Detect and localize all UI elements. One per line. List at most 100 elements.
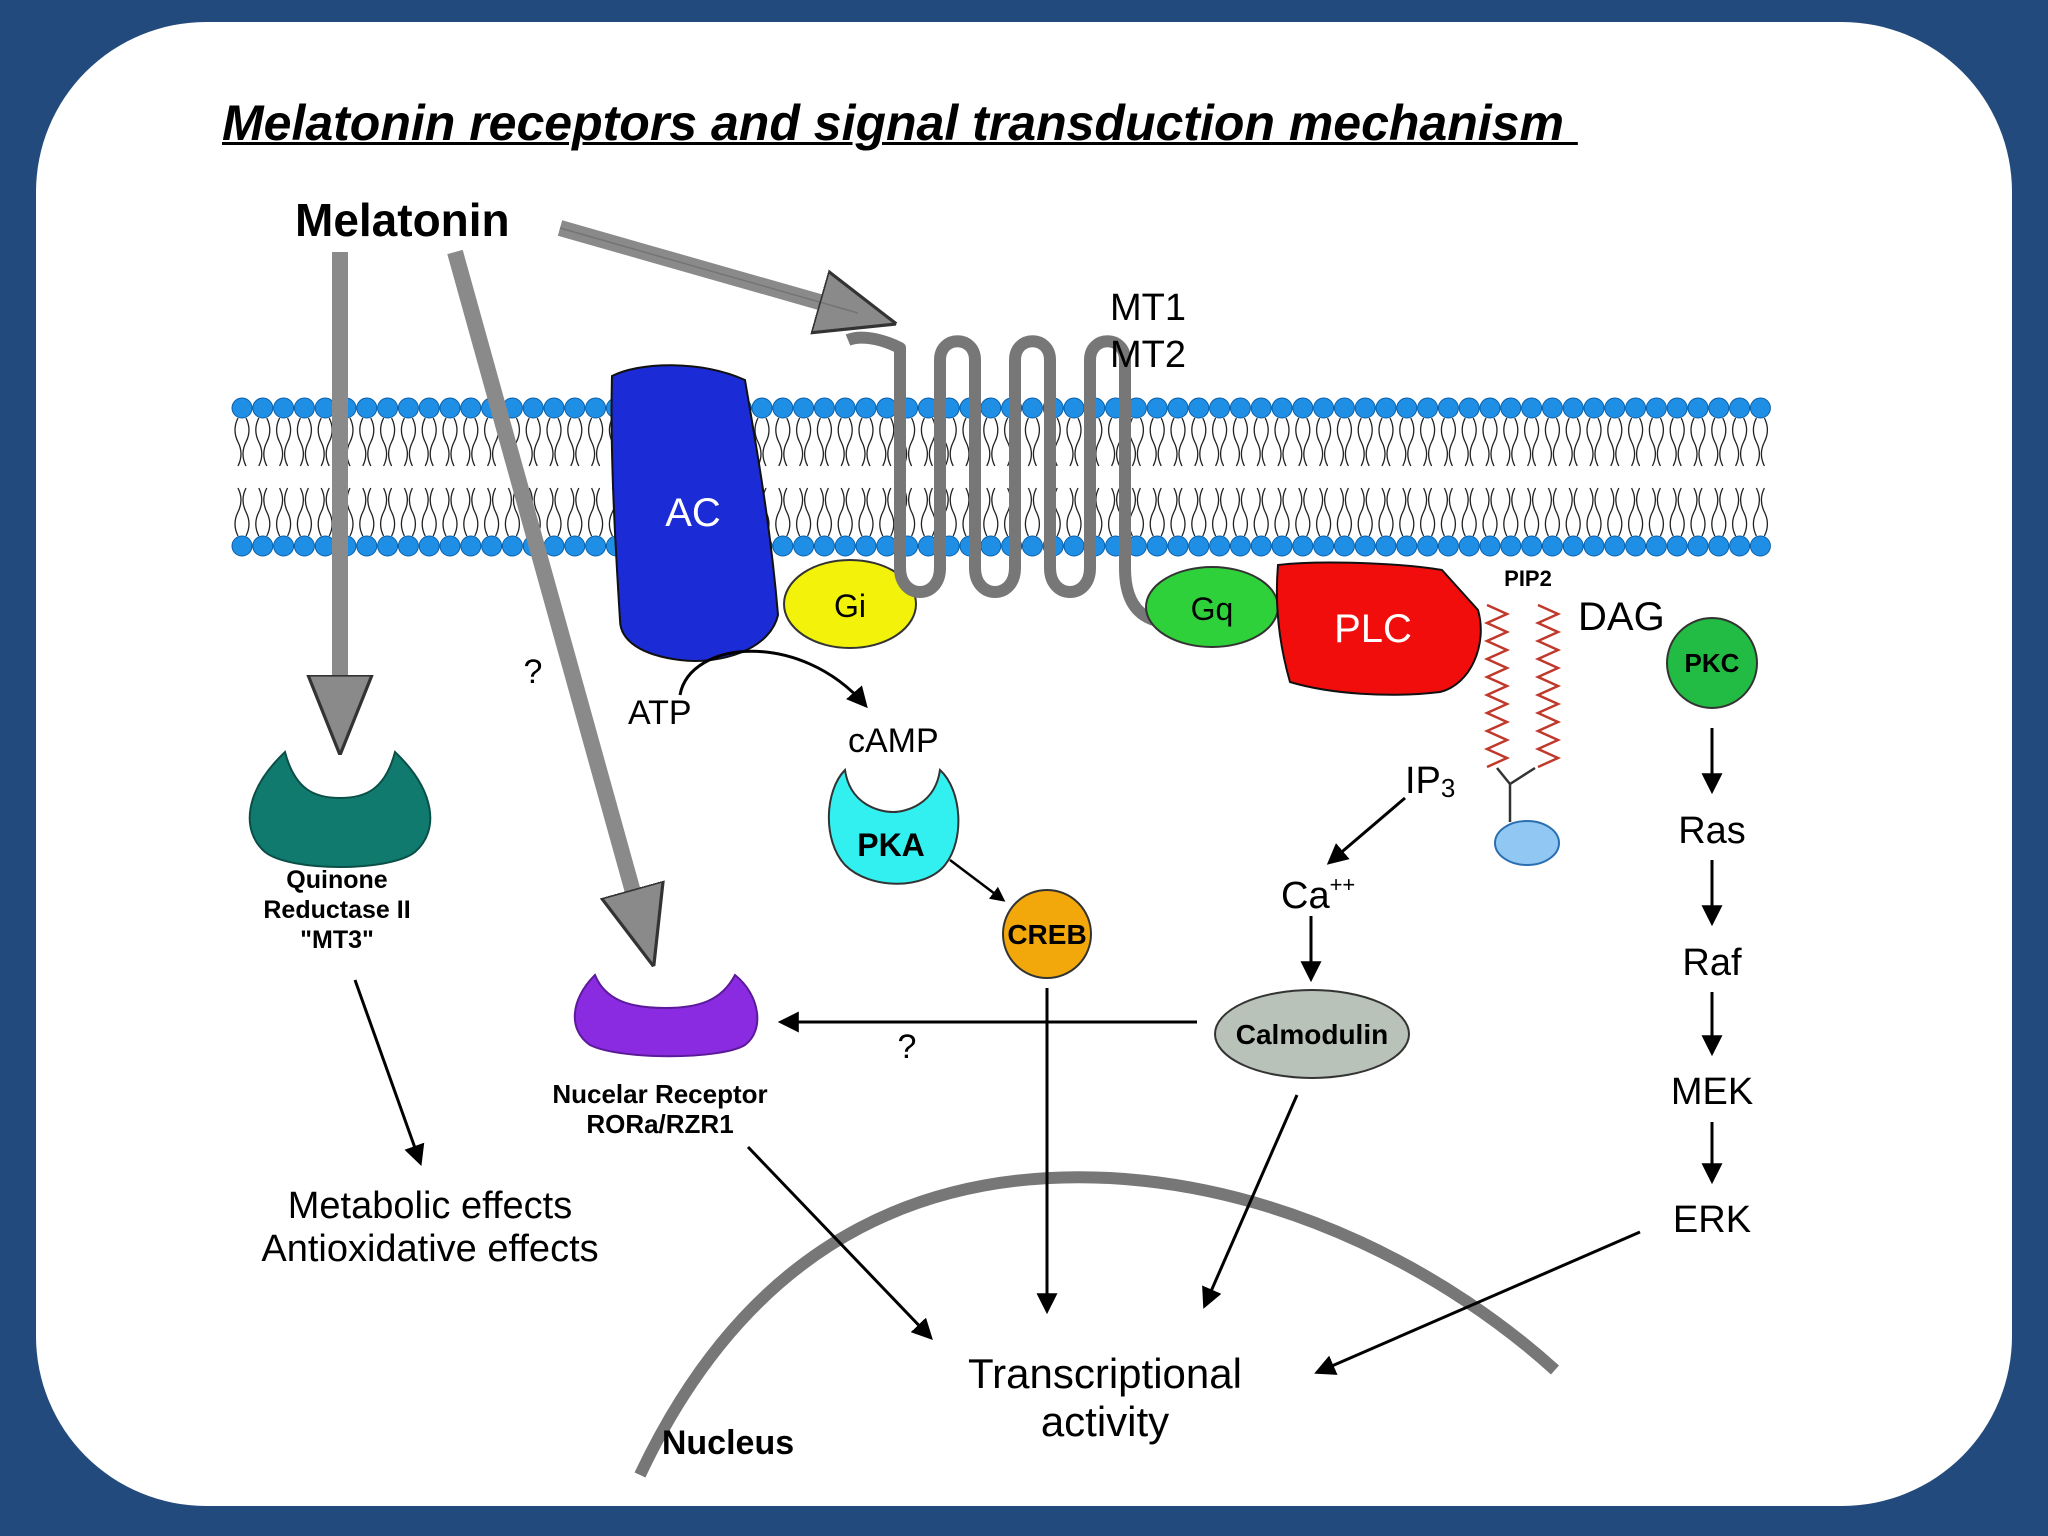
lipid-tail bbox=[1440, 487, 1449, 537]
lipid-tail bbox=[991, 417, 999, 467]
lipid-head bbox=[1562, 535, 1584, 557]
lipid-tail bbox=[1344, 487, 1353, 537]
lipid-tail bbox=[983, 487, 991, 537]
lipid-head bbox=[1375, 397, 1397, 419]
lipid-tail bbox=[775, 487, 783, 537]
lipid-tail bbox=[1490, 487, 1498, 537]
slide-title: Melatonin receptors and signal transduct… bbox=[222, 95, 1578, 151]
lipid-tail bbox=[429, 417, 437, 467]
lipid-tail bbox=[1586, 417, 1594, 467]
lipid-tail bbox=[400, 487, 409, 537]
lipid-tail bbox=[1191, 417, 1199, 467]
lipid-head bbox=[1479, 535, 1501, 557]
lipid-head bbox=[1250, 397, 1272, 419]
lipid-head bbox=[1188, 397, 1210, 419]
lipid-head bbox=[273, 397, 295, 419]
lipid-tail bbox=[483, 417, 492, 467]
lipid-tail bbox=[1615, 487, 1623, 537]
lipid-tail bbox=[1469, 487, 1477, 537]
lipid-tail bbox=[1407, 417, 1415, 467]
lipid-tail bbox=[1315, 417, 1324, 467]
lipid-tail bbox=[795, 487, 804, 537]
lipid-tail bbox=[1386, 417, 1394, 467]
lipid-head bbox=[1645, 397, 1667, 419]
lipid-tail bbox=[837, 417, 845, 467]
lipid-head bbox=[876, 535, 898, 557]
lipid-head bbox=[1729, 535, 1751, 557]
lipid-head bbox=[543, 397, 565, 419]
lipid-tail bbox=[242, 417, 250, 467]
lipid-tail bbox=[816, 417, 825, 467]
lipid-head bbox=[1354, 397, 1376, 419]
pka-label: PKA bbox=[857, 827, 925, 863]
lipid-head bbox=[1188, 535, 1210, 557]
lipid-tail bbox=[1731, 417, 1740, 467]
lipid-tail bbox=[1074, 417, 1082, 467]
lipid-tail bbox=[949, 417, 957, 467]
lipid-tail bbox=[1594, 417, 1602, 467]
lipid-tail bbox=[1240, 487, 1249, 537]
lipid-tail bbox=[1752, 487, 1761, 537]
lipid-head bbox=[813, 397, 835, 419]
lipid-tail bbox=[1178, 487, 1186, 537]
lipid-head bbox=[1500, 397, 1522, 419]
lipid-tail bbox=[595, 417, 604, 467]
lipid-head bbox=[834, 535, 856, 557]
lipid-tail bbox=[1511, 417, 1519, 467]
pka-kinase bbox=[827, 767, 960, 885]
lipid-head bbox=[564, 397, 586, 419]
lipid-head bbox=[1625, 397, 1647, 419]
lipid-tail bbox=[1419, 417, 1428, 467]
lipid-tail bbox=[1232, 417, 1241, 467]
lipid-tail bbox=[1760, 487, 1769, 537]
lipid-tail bbox=[1760, 417, 1769, 467]
lipid-head bbox=[1396, 535, 1418, 557]
slide-background: Melatonin receptors and signal transduct… bbox=[36, 22, 2012, 1506]
nuclear-receptor-to-transcription-arrow bbox=[746, 1145, 933, 1341]
lipid-tail bbox=[1739, 417, 1748, 467]
lipid-tail bbox=[379, 417, 388, 467]
lipid-tail bbox=[1024, 487, 1033, 537]
lipid-tail bbox=[471, 487, 479, 537]
lipid-tail bbox=[483, 487, 492, 537]
lipid-tail bbox=[858, 487, 866, 537]
lipid-tail bbox=[991, 487, 999, 537]
lipid-tail bbox=[1357, 417, 1365, 467]
lipid-tail bbox=[359, 487, 367, 537]
lipid-tail bbox=[775, 417, 783, 467]
lipid-tail bbox=[754, 417, 762, 467]
pip2-label: PIP2 bbox=[1504, 566, 1552, 591]
lipid-tail bbox=[1719, 417, 1727, 467]
lipid-head bbox=[1250, 535, 1272, 557]
lipid-tail bbox=[442, 417, 450, 467]
lipid-head bbox=[876, 397, 898, 419]
lipid-tail bbox=[866, 487, 874, 537]
atp-label: ATP bbox=[628, 694, 692, 732]
lipid-head bbox=[1292, 397, 1314, 419]
lipid-tail bbox=[887, 487, 895, 537]
phospholipase-c bbox=[1275, 561, 1482, 696]
lipid-head bbox=[772, 535, 794, 557]
lipid-tail bbox=[1656, 487, 1665, 537]
ac-label: AC bbox=[665, 491, 721, 535]
lipid-tail bbox=[567, 487, 575, 537]
lipid-tail bbox=[1469, 417, 1477, 467]
lipid-tail bbox=[491, 487, 500, 537]
adenylyl-cyclase bbox=[610, 364, 780, 662]
ip3-label: IP3 bbox=[1405, 760, 1455, 803]
lipid-head bbox=[1021, 535, 1043, 557]
lipid-head bbox=[1292, 535, 1314, 557]
lipid-tail bbox=[1066, 417, 1074, 467]
lipid-tail bbox=[1024, 417, 1033, 467]
lipid-head bbox=[1749, 535, 1771, 557]
lipid-head bbox=[1687, 397, 1709, 419]
lipid-tail bbox=[1199, 487, 1207, 537]
pkc-label: PKC bbox=[1685, 648, 1740, 678]
lipid-tail bbox=[1419, 487, 1428, 537]
lipid-tail bbox=[379, 487, 388, 537]
lipid-head bbox=[1209, 535, 1231, 557]
lipid-tail bbox=[1752, 417, 1761, 467]
lipid-tail bbox=[554, 417, 562, 467]
lipid-tail bbox=[1295, 487, 1303, 537]
lipid-tail bbox=[387, 417, 396, 467]
